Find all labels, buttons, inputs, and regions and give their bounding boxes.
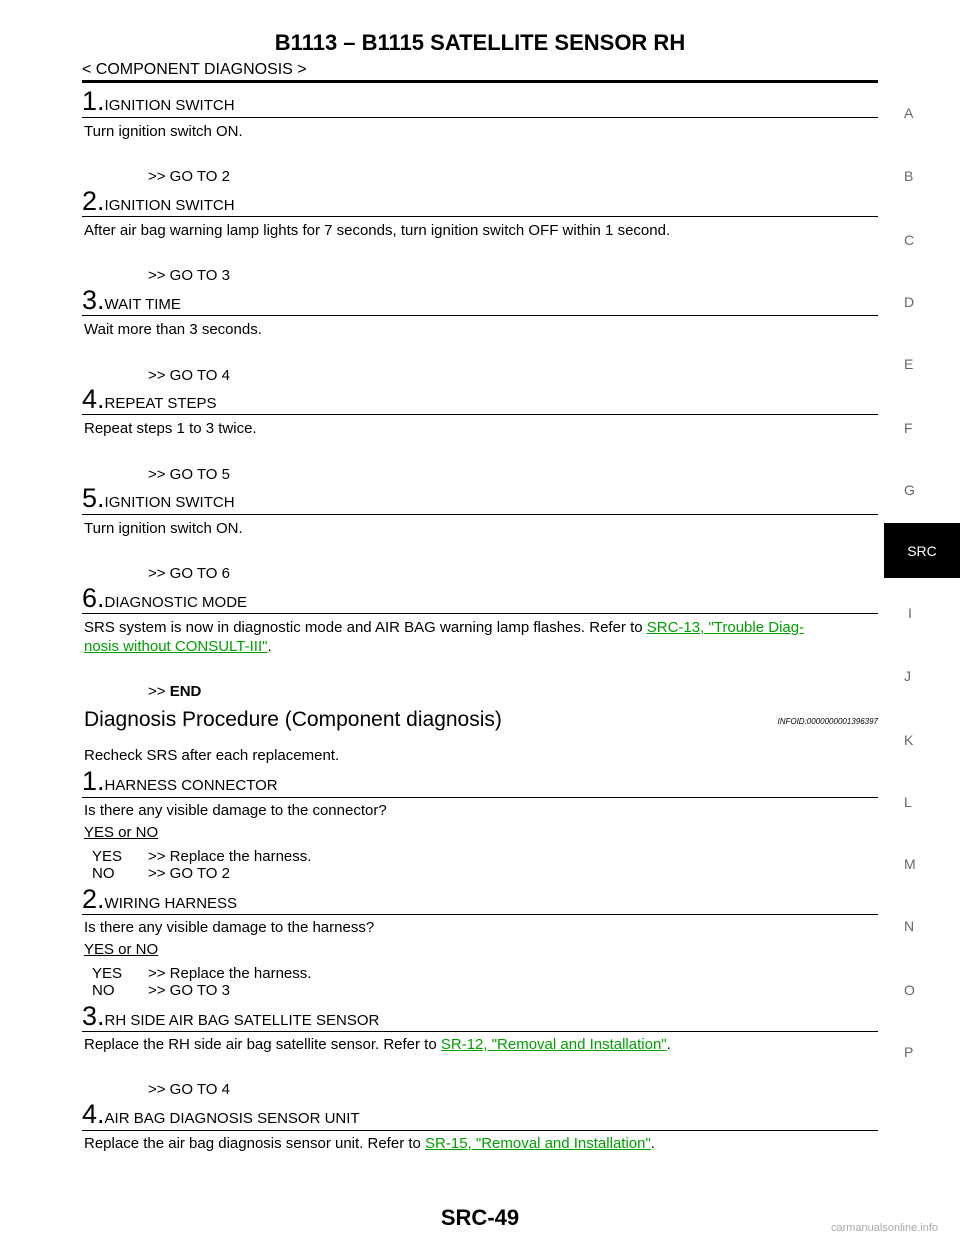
section-label: < COMPONENT DIAGNOSIS > [82,61,307,78]
step-text: Is there any visible damage to the conne… [84,802,387,819]
side-tab-o[interactable]: O [904,982,915,998]
step-text: Repeat steps 1 to 3 twice. [84,420,257,437]
goto-text: >> GO TO 6 [148,565,230,582]
step-heading: 3.RH SIDE AIR BAG SATELLITE SENSOR [82,1001,380,1031]
step-rule [82,1031,878,1032]
side-tab-l[interactable]: L [904,794,912,810]
yes-value: >> Replace the harness. [148,848,312,865]
side-tab-b[interactable]: B [904,168,914,184]
step-heading: 6.DIAGNOSTIC MODE [82,583,248,613]
side-tab-d[interactable]: D [904,294,915,310]
step-rule [82,914,878,915]
side-tab-g[interactable]: G [904,482,915,498]
header-divider [82,80,878,83]
step-heading: 4.REPEAT STEPS [82,384,217,414]
page-title: B1113 – B1115 SATELLITE SENSOR RH [274,30,686,55]
step-text: After air bag warning lamp lights for 7 … [84,222,671,239]
goto-text: >> GO TO 3 [148,267,230,284]
step-heading: 3.WAIT TIME [82,285,181,315]
step-rule [82,1130,878,1131]
yes-key: YES [92,848,123,865]
no-value: >> GO TO 2 [148,865,230,882]
step-heading: 1.HARNESS CONNECTOR [82,766,278,796]
step-text: Replace the air bag diagnosis sensor uni… [84,1135,655,1152]
ref-link-cont[interactable]: nosis without CONSULT-III" [84,638,268,655]
yes-key: YES [92,965,123,982]
goto-text: >> GO TO 4 [148,367,230,384]
step-text: Turn ignition switch ON. [84,123,243,140]
no-key: NO [92,982,115,999]
step-text-cont: nosis without CONSULT-III". [84,638,272,655]
step-heading: 2.WIRING HARNESS [82,884,238,914]
step-heading: 2.IGNITION SWITCH [82,186,235,216]
step-text: SRS system is now in diagnostic mode and… [84,619,805,636]
info-id: INFOID:0000000001396397 [777,717,878,726]
side-tab-f[interactable]: F [904,420,913,436]
side-tab-k[interactable]: K [904,732,914,748]
step-rule [82,414,878,415]
step-heading: 4.AIR BAG DIAGNOSIS SENSOR UNIT [82,1099,360,1129]
yes-no-label: YES or NO [84,824,159,841]
side-tab-p[interactable]: P [904,1044,914,1060]
goto-text: >> GO TO 5 [148,466,230,483]
side-tab-j[interactable]: J [904,668,911,684]
ref-link[interactable]: SRC-13, "Trouble Diag- [646,619,805,636]
ref-link[interactable]: SR-12, "Removal and Installation" [440,1036,667,1053]
side-tab-n[interactable]: N [904,918,915,934]
watermark: carmanualsonline.info [830,1222,938,1234]
side-tab-i[interactable]: I [908,605,912,621]
goto-text: >> GO TO 2 [148,168,230,185]
step-heading: 5.IGNITION SWITCH [82,483,235,513]
step-rule [82,216,878,217]
step-rule [82,613,878,614]
intro-text: Recheck SRS after each replacement. [84,747,340,764]
side-tab-a[interactable]: A [904,105,914,121]
step-text: Turn ignition switch ON. [84,520,243,537]
side-tab-m[interactable]: M [904,856,916,872]
no-value: >> GO TO 3 [148,982,230,999]
step-rule [82,117,878,118]
step-rule [82,797,878,798]
section-heading: Diagnosis Procedure (Component diagnosis… [84,708,502,731]
side-tab-c[interactable]: C [904,232,915,248]
step-text: Wait more than 3 seconds. [84,321,262,338]
ref-link[interactable]: SR-15, "Removal and Installation" [425,1135,651,1152]
side-tab-e[interactable]: E [904,356,914,372]
yes-value: >> Replace the harness. [148,965,312,982]
step-text: Is there any visible damage to the harne… [84,919,375,936]
goto-end: >> END [148,683,202,700]
step-heading: 1.IGNITION SWITCH [82,86,235,116]
step-text: Replace the RH side air bag satellite se… [84,1036,671,1053]
page-number: SRC-49 [440,1205,520,1230]
goto-text: >> GO TO 4 [148,1081,230,1098]
step-rule [82,514,878,515]
side-tab-src[interactable]: SRC [884,523,960,578]
step-rule [82,315,878,316]
no-key: NO [92,865,115,882]
yes-no-label: YES or NO [84,941,159,958]
